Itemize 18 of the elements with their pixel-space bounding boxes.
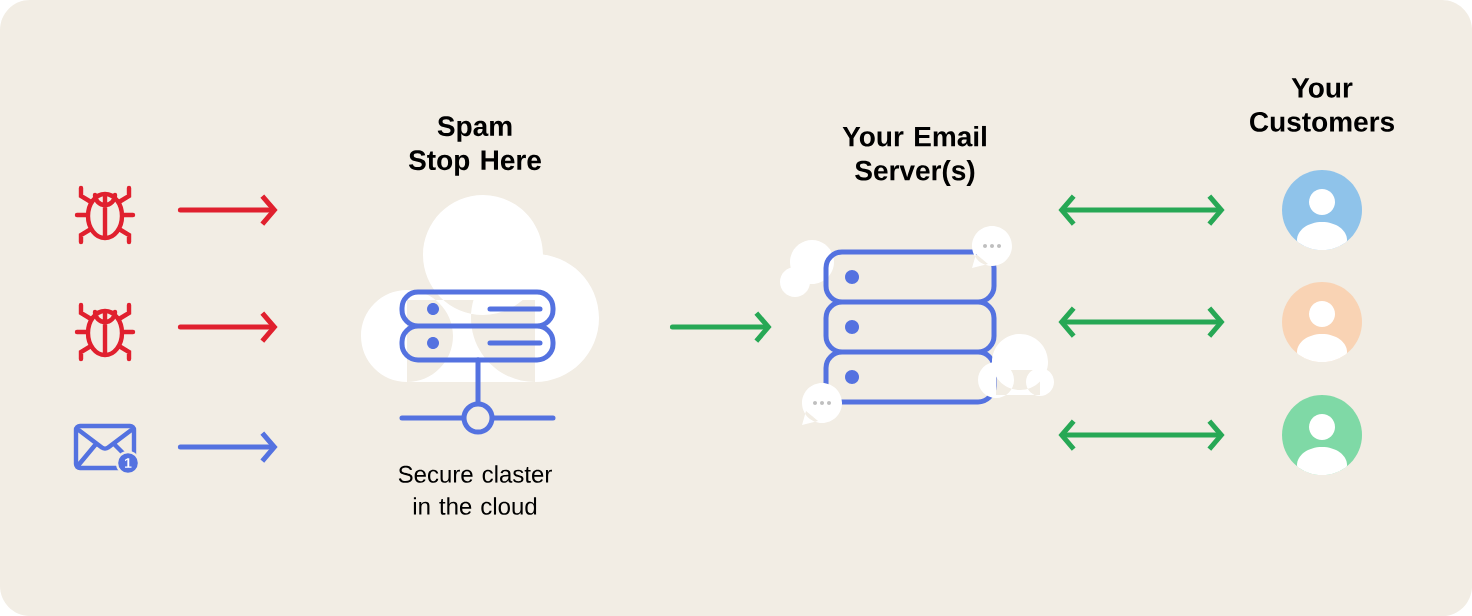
arrow [1058,306,1225,338]
avatar-icon [1282,395,1362,475]
arrow [669,311,772,343]
bug-icon [74,185,136,245]
notification-badge: 1 [115,450,141,476]
arrow [177,194,278,226]
arrow [1058,194,1225,226]
bug-icon [74,302,136,362]
heading: Your Email Server(s) [842,125,986,187]
arrow [177,311,278,343]
envelope-icon [73,423,137,471]
column-heading: Your Customers [1250,78,1394,132]
avatar-icon [1282,282,1362,362]
node-label: Secure claster in the cloud [398,465,552,515]
heading: Spam Stop Here [408,116,541,176]
arrow [1058,419,1225,451]
arrow [177,431,278,463]
avatar-icon [1282,170,1362,250]
